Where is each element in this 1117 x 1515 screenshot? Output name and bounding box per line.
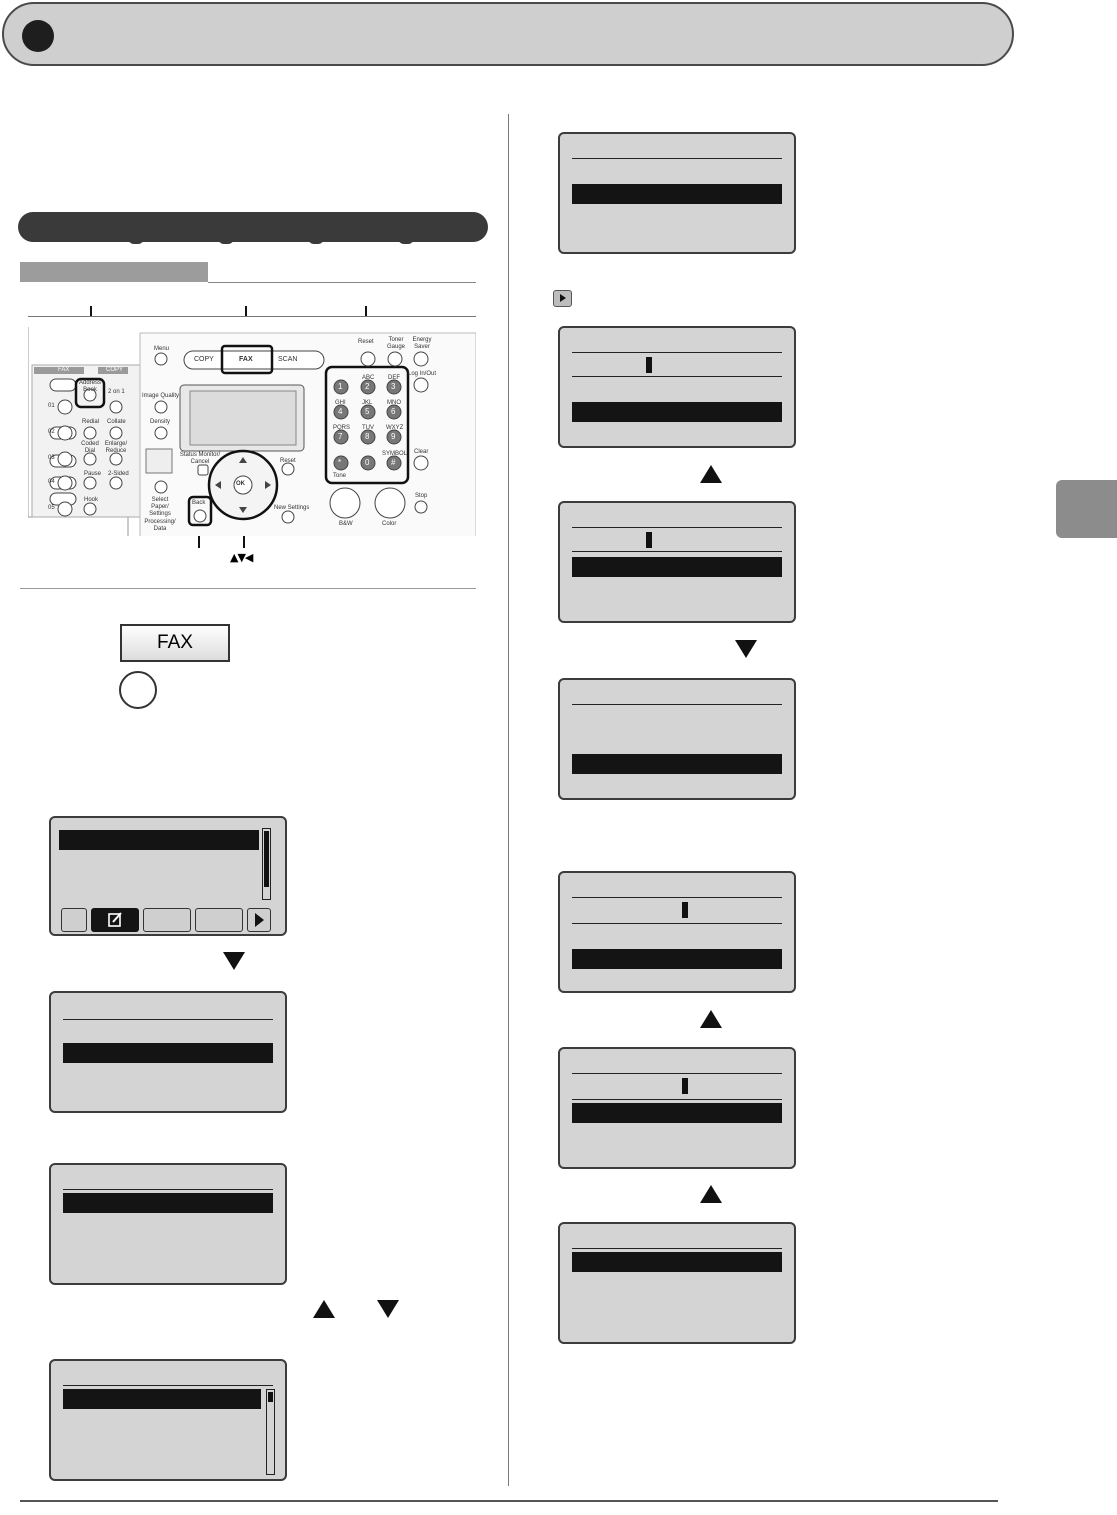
panel-label-new-settings: New Settings (274, 505, 310, 511)
lcd-screen-1 (49, 816, 287, 936)
chapter-header-bar (2, 2, 1014, 66)
panel-label-address-book: Address Book (78, 380, 101, 393)
panel-num-02: 02 (48, 429, 55, 435)
lcd-screen-3 (49, 1163, 287, 1285)
header-bullet-icon (22, 20, 54, 52)
panel-label-status-monitor: Status Monitor/ Cancel (179, 452, 221, 465)
panel-label-toner-gauge: Toner Gauge (386, 337, 405, 350)
panel-label-menu: Menu (154, 346, 170, 352)
panel-label-enlarge: Enlarge/ Reduce (104, 441, 128, 454)
panel-label-back: Back (192, 500, 206, 506)
keypad-def: DEF (388, 375, 400, 381)
key-8: 8 (365, 432, 370, 441)
panel-label-coded-dial: Coded Dial (81, 441, 99, 454)
lcd-screen-4 (49, 1359, 287, 1481)
panel-label-redial: Redial (82, 419, 100, 425)
panel-num-01: 01 (48, 403, 55, 409)
section-heading-bar (18, 212, 488, 244)
panel-mode-scan: SCAN (278, 356, 298, 363)
callout-arrows-label: ▲▼◀ (230, 551, 253, 564)
up-arrow-icon (700, 1185, 722, 1203)
panel-label-color: Color (382, 521, 397, 527)
key-5: 5 (365, 407, 370, 416)
panel-num-03: 03 (48, 455, 55, 461)
panel-label-2sided: 2-Sided (108, 471, 129, 477)
panel-label-login: Log In/Out (408, 371, 437, 377)
panel-label-reset: Reset (358, 339, 374, 345)
keypad-ghi: GHI (335, 400, 346, 406)
panel-label-energy-saver: Energy Saver (412, 337, 432, 350)
lcd-screen-9 (558, 871, 796, 993)
key-hash: # (391, 458, 396, 467)
gray-label-block (20, 262, 208, 282)
panel-label-collate: Collate (107, 419, 126, 425)
panel-tab-fax: FAX (58, 367, 70, 373)
key-4: 4 (338, 407, 343, 416)
panel-mode-copy: COPY (194, 356, 214, 363)
panel-label-pause: Pause (84, 471, 102, 477)
result-arrow-icon (553, 290, 572, 307)
lcd-screen-11 (558, 1222, 796, 1344)
panel-label-clear: Clear (414, 449, 429, 455)
key-9: 9 (391, 432, 396, 441)
down-arrow-icon (223, 952, 245, 970)
edit-icon[interactable] (91, 908, 139, 932)
panel-label-2on1: 2 on 1 (108, 389, 125, 395)
panel-label-select-paper: Select Paper/ Settings (149, 497, 171, 517)
keypad-wxyz: WXYZ (386, 425, 404, 431)
footer-rule (20, 1500, 998, 1502)
panel-ok-label: OK (236, 481, 245, 487)
panel-label-reset-2: Reset (280, 458, 296, 464)
column-divider (508, 114, 509, 1486)
panel-num-04: 04 (48, 479, 55, 485)
lcd-screen-10 (558, 1047, 796, 1169)
panel-label-stop: Stop (415, 493, 428, 499)
panel-label-image-quality: Image Quality (142, 393, 180, 399)
keypad-abc: ABC (362, 375, 375, 381)
section-rule (20, 588, 476, 589)
panel-label-bw: B&W (339, 521, 353, 527)
panel-tab-copy: COPY (106, 367, 124, 373)
keypad-pqrs: PQRS (333, 425, 351, 431)
keypad-tuv: TUV (362, 425, 374, 431)
operation-panel-illustration: FAX COPY Address Book 2 on 1 Redial Coll… (28, 316, 476, 536)
panel-drawing (28, 317, 476, 536)
lcd-screen-8 (558, 678, 796, 800)
up-arrow-icon (700, 1010, 722, 1028)
fax-key[interactable]: FAX (120, 624, 230, 662)
chapter-side-tab (1056, 480, 1117, 538)
keypad-tone: Tone (333, 473, 347, 479)
next-page-icon[interactable] (247, 908, 271, 932)
key-6: 6 (391, 407, 396, 416)
key-star: * (338, 458, 342, 467)
panel-mode-fax: FAX (239, 356, 253, 363)
key-0: 0 (365, 458, 370, 467)
key-2: 2 (365, 382, 370, 391)
lcd-screen-5 (558, 132, 796, 254)
down-arrow-icon (377, 1300, 399, 1318)
up-arrow-icon (313, 1300, 335, 1318)
panel-num-05: 05 (48, 505, 55, 511)
lcd-screen-2 (49, 991, 287, 1113)
up-arrow-icon (700, 465, 722, 483)
key-1: 1 (338, 382, 343, 391)
label-rule (208, 282, 476, 283)
panel-label-density: Density (150, 419, 171, 425)
lcd-screen-6 (558, 326, 796, 448)
address-book-key-icon[interactable] (119, 671, 157, 709)
panel-label-hook: Hook (84, 497, 99, 503)
keypad-mno: MNO (387, 400, 401, 406)
key-3: 3 (391, 382, 396, 391)
lcd-screen-7 (558, 501, 796, 623)
lcd-softkey-row (61, 908, 273, 932)
panel-label-processing: Processing/ Data (144, 519, 176, 532)
down-arrow-icon (735, 640, 757, 658)
key-7: 7 (338, 432, 343, 441)
keypad-jkl: JKL (362, 400, 373, 406)
keypad-symbol: SYMBOL (382, 451, 408, 457)
